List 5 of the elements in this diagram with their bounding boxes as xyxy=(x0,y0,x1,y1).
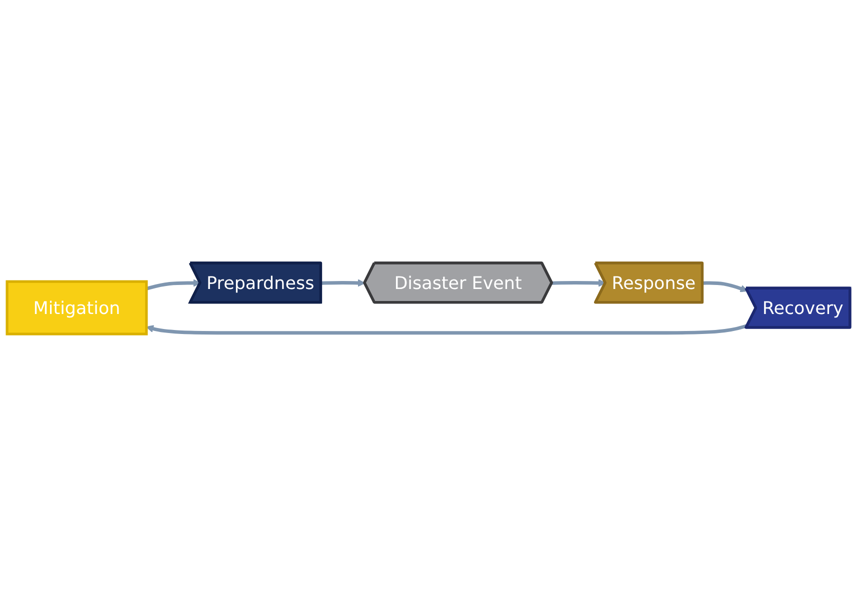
arrow xyxy=(321,279,366,287)
arrow xyxy=(702,281,748,292)
arrow xyxy=(146,324,748,335)
node-box: Mitigation xyxy=(6,280,148,336)
arrow xyxy=(552,279,606,287)
